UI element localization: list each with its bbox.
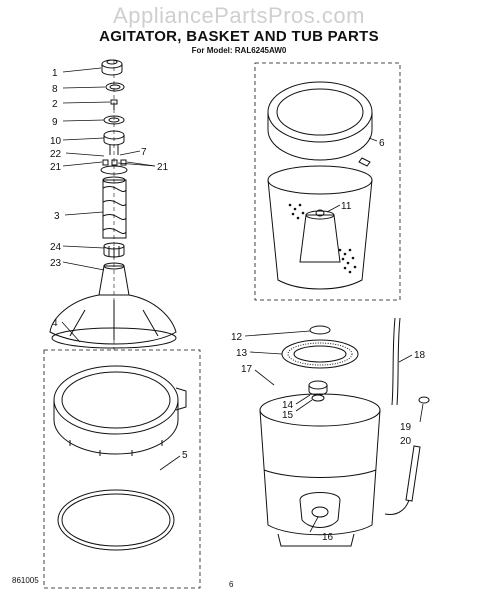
spin-basket xyxy=(267,165,373,290)
callout-2: 2 xyxy=(52,99,58,110)
callout-10: 10 xyxy=(50,136,62,147)
clip-screw xyxy=(358,157,371,167)
assembly-dash-box xyxy=(43,349,201,589)
callout-12: 12 xyxy=(231,332,243,343)
drive-block-nut xyxy=(309,325,331,335)
agitator-auger xyxy=(102,176,127,239)
callout-18: 18 xyxy=(414,350,426,361)
callout-21-left: 21 xyxy=(50,162,62,173)
callout-1: 1 xyxy=(52,68,58,79)
footer-code: 861005 xyxy=(12,576,39,585)
callout-5: 5 xyxy=(182,450,188,461)
hub-seal xyxy=(308,380,328,402)
callout-16: 16 xyxy=(322,532,334,543)
cap-seal xyxy=(105,82,125,92)
ring-seal xyxy=(57,489,175,551)
callout-23: 23 xyxy=(50,258,62,269)
drain-hose-assembly xyxy=(384,317,430,515)
callout-3: 3 xyxy=(54,211,60,222)
callout-21-right: 21 xyxy=(157,162,169,173)
callout-7: 7 xyxy=(141,147,147,158)
callout-17: 17 xyxy=(241,364,253,375)
leader-lines xyxy=(61,67,424,533)
callout-8: 8 xyxy=(52,84,58,95)
basket-hub-ring xyxy=(267,81,373,161)
watermark: AppliancePartsPros.com xyxy=(113,3,365,28)
callout-19: 19 xyxy=(400,422,412,433)
agitator-cap xyxy=(101,59,123,76)
callout-22: 22 xyxy=(50,149,62,160)
diagram-title: AGITATOR, BASKET AND TUB PARTS xyxy=(99,28,379,45)
outer-tub xyxy=(259,393,381,547)
callout-20: 20 xyxy=(400,436,412,447)
callout-6: 6 xyxy=(379,138,385,149)
footer-page-number: 6 xyxy=(229,580,234,589)
model-subtitle: For Model: RAL6245AW0 xyxy=(191,46,287,55)
callout-24: 24 xyxy=(50,242,62,253)
callout-13: 13 xyxy=(236,348,248,359)
basket-dash-box xyxy=(254,62,401,301)
callout-14: 14 xyxy=(282,400,294,411)
agitator-base xyxy=(49,262,177,349)
callout-labels: 1 8 2 9 10 22 21 21 7 3 24 23 4 5 6 11 1… xyxy=(50,68,426,543)
tub-ring-gasket xyxy=(281,339,359,369)
callout-11: 11 xyxy=(341,201,352,212)
callout-15: 15 xyxy=(282,410,294,421)
callout-9: 9 xyxy=(52,117,58,128)
callout-4: 4 xyxy=(52,318,58,329)
balance-ring xyxy=(53,365,187,456)
